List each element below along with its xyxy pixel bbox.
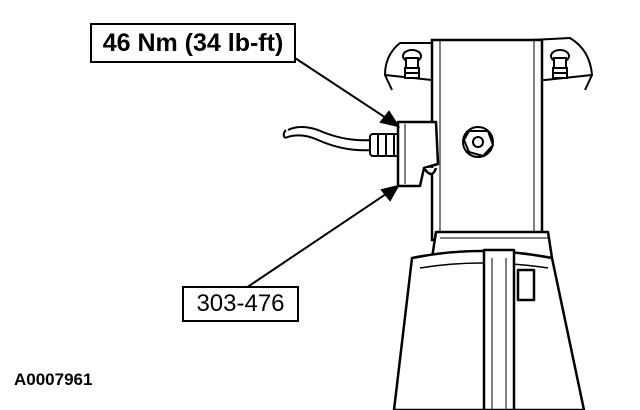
flange-bolt-left bbox=[402, 49, 422, 79]
housing-base bbox=[392, 248, 586, 410]
leader-torque bbox=[291, 55, 401, 128]
flange-bolt-right bbox=[550, 49, 570, 79]
sensor-connector bbox=[369, 133, 401, 157]
leader-tool bbox=[245, 184, 401, 289]
figure-id-label: A0007961 bbox=[14, 370, 93, 389]
shaft-bolt bbox=[462, 126, 495, 158]
torque-spec-callout: 46 Nm (34 lb-ft) bbox=[90, 23, 296, 63]
special-tool-callout: 303-476 bbox=[182, 286, 299, 322]
sensor-cable bbox=[282, 126, 373, 152]
